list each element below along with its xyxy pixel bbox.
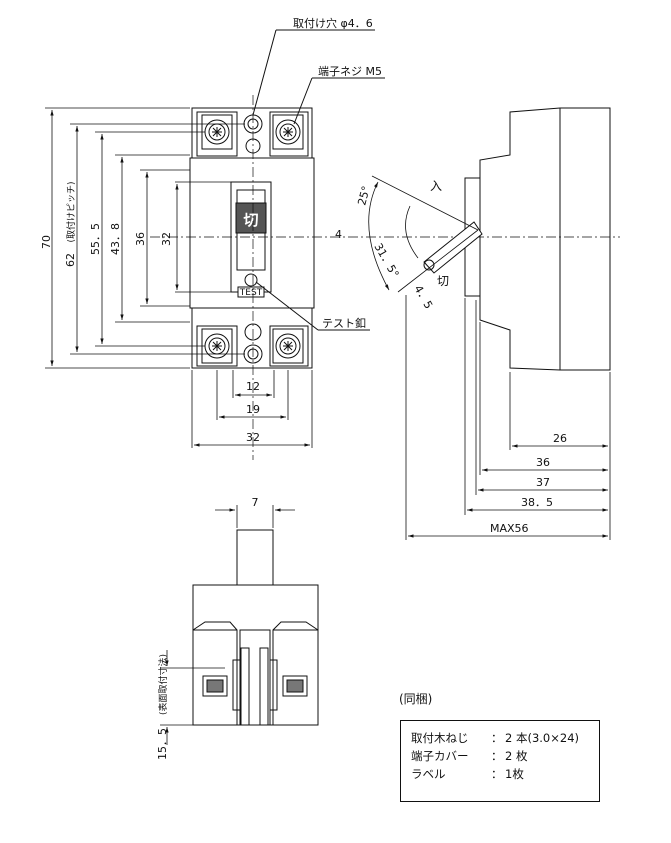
panel-thickness-label: (表面取付寸法) [157,654,169,715]
package-title: (同梱) [399,692,433,706]
off-label: 切 [437,274,449,288]
bottom-handle [236,529,274,586]
package-item: 端子カバー ：2 枚 [411,747,599,765]
dim-32-horizontal: 32 [246,431,260,444]
dim-19: 19 [246,403,260,416]
dim-7: 7 [252,496,259,509]
top-right-screw-icon [272,114,304,150]
dim-4: 4 [335,228,342,241]
package-item-value: 2 枚 [505,749,528,763]
dim-37: 37 [536,476,550,489]
package-item-name: 端子カバー [411,749,469,763]
package-item-sep: ： [491,767,503,781]
on-label: 入 [430,179,442,193]
dim-38-5: 38．5 [521,496,553,509]
test-text: TEST [239,288,263,298]
bottom-right-screw-icon [272,328,304,364]
test-button [244,273,258,287]
dim-36-vertical: 36 [134,232,147,246]
package-item: 取付木ねじ ：2 本(3.0×24) [411,729,599,747]
dim-15-5: 15．5 [156,728,169,760]
dim-36-horizontal: 36 [536,456,550,469]
dim-70: 70 [40,235,53,249]
package-item-sep: ： [491,749,503,763]
bottom-left-screw-icon [201,328,233,364]
side-view: 25° 31．5° 4 4．5 入 切 26 36 37 38．5 MAX56 [335,107,611,540]
package-item-value: 2 本(3.0×24) [505,731,580,745]
handle [235,202,267,234]
top-left-screw-icon [201,114,233,150]
front-view: 切 TEST 70 62 (取付けピッチ) 55．5 43．8 [40,16,620,460]
package-item-name: 取付木ねじ [411,731,469,745]
dim-12: 12 [246,380,260,393]
dim-43-8: 43．8 [109,223,122,255]
angle-25: 25° [355,185,373,207]
dim-62: 62 [64,253,77,267]
bottom-right-terminal-icon [282,675,308,697]
package-item-name: ラベル [411,767,446,781]
package-contents-box: 取付木ねじ：2 本(3.0×24) 端子カバー：2 枚 ラベル：1枚 [400,720,600,802]
dim-55-5: 55．5 [89,223,102,255]
package-item-value: 1枚 [505,767,524,781]
handle-label: 切 [243,211,258,229]
dim-4-5: 4．5 [411,283,435,311]
mount-pitch-label: (取付けピッチ) [66,181,77,242]
test-button-label: テスト釦 [322,316,366,330]
bottom-view: 7 15．5 (表面取付寸法) [156,496,319,760]
package-item-sep: ： [491,731,503,745]
mount-hole-label: 取付け穴 φ4．6 [293,16,373,30]
terminal-screw-label: 端子ネジ M5 [318,65,382,78]
dim-26: 26 [553,432,567,445]
dim-32-vertical: 32 [160,232,173,246]
package-item: ラベル ：1枚 [411,765,599,783]
bottom-left-terminal-icon [202,675,228,697]
dim-max56: MAX56 [490,522,529,535]
